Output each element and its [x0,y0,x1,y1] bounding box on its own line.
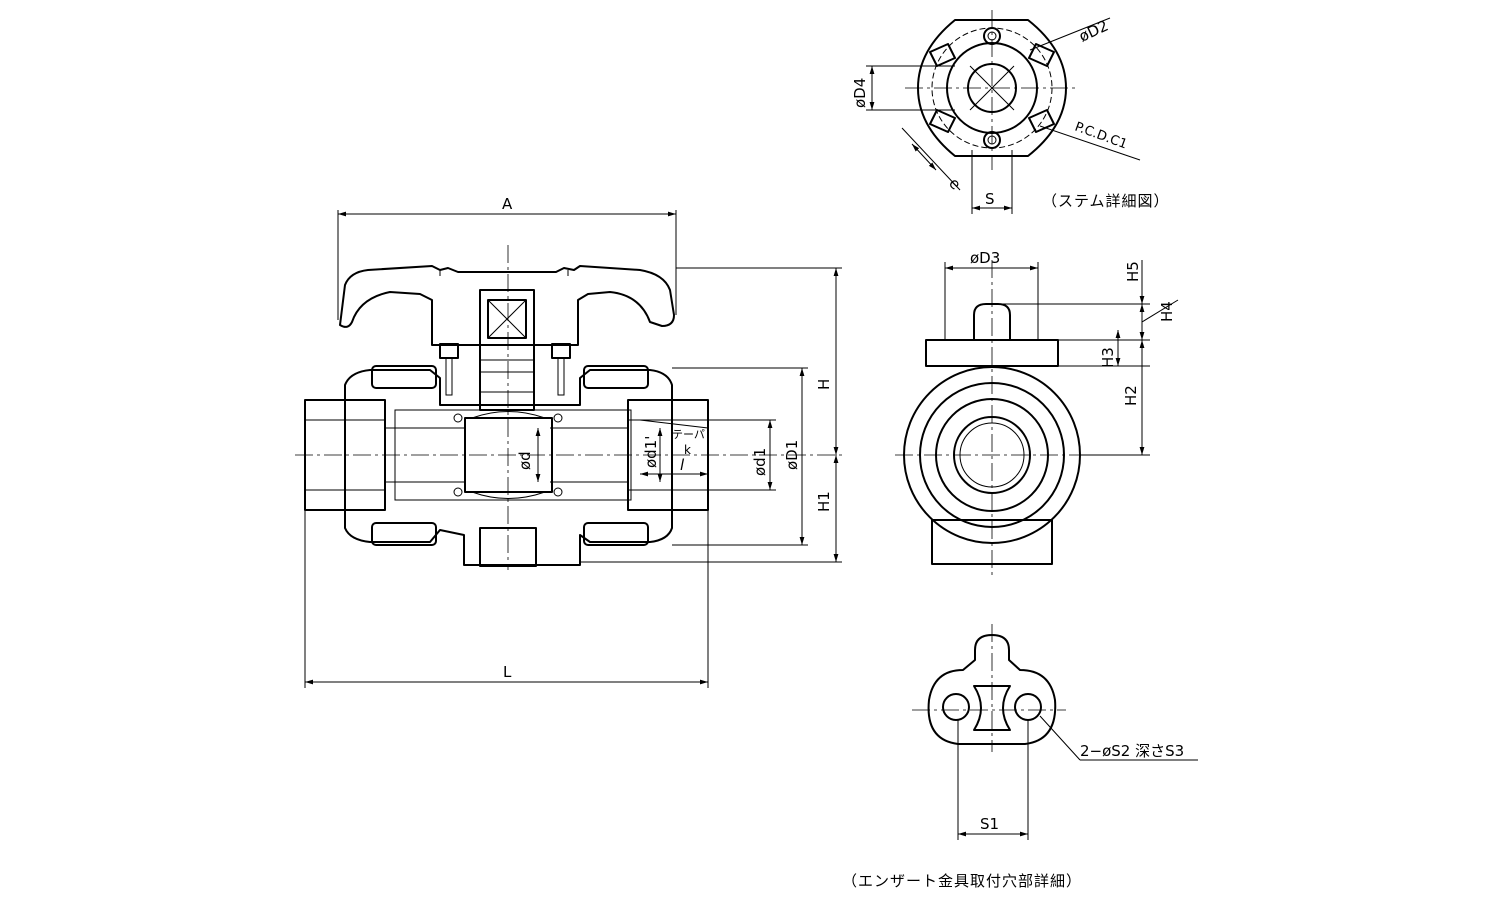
right-socket [627,399,709,511]
taper-ratio: k [684,443,691,457]
insert-outline [927,634,1057,745]
dim-phi-D1: øD1 [783,440,801,470]
dim-phi-d: ød [516,451,534,470]
dim-H: H [815,379,833,390]
handle-lever [339,265,675,346]
ball [464,417,553,493]
insert-holes-note: 2−øS2 深さS3 [1080,742,1184,760]
dim-phi-D2: øD2 [1076,17,1111,46]
stem-bolt-hole-top [983,27,1001,45]
front-view: A L H H1 øD1 ød1 ød1' テーパ k l ød [295,195,845,688]
dim-H4: H4 [1158,301,1176,322]
insert-detail-view: S1 2−øS2 深さS3 （エンザート金具取付穴部詳細） [842,624,1198,890]
dim-pcd: P.C.D.C1 [1073,120,1129,153]
dim-phi-d1: ød1 [751,448,769,476]
insert-hole-right [1014,693,1042,721]
dim-H1: H1 [815,491,833,512]
right-union-nut [583,365,649,389]
dim-L: L [503,663,512,681]
dim-phi-D4: øD4 [851,78,869,108]
left-socket [304,399,386,511]
dim-S: S [985,190,995,208]
dim-H5: H5 [1124,261,1142,282]
insert-hole-left [942,693,970,721]
dim-phi-D3: øD3 [970,249,1000,267]
left-union-nut [371,365,437,389]
stem-detail-caption: （ステム詳細図） [1042,192,1170,210]
stem-bolt-hole-bottom [983,131,1001,149]
dim-H2: H2 [1122,385,1140,406]
insert-detail-caption: （エンザート金具取付穴部詳細） [842,872,1082,890]
valve-body [344,369,673,566]
stem-flange [917,19,1067,157]
dim-H3: H3 [1099,347,1117,368]
stem-detail-view: S øD4 øD2 P.C.D.C1 e （ステム詳細図） [851,10,1170,214]
taper-label: テーパ [672,428,705,441]
dim-l: l [680,456,685,474]
side-view: øD3 H5 H4 H3 H2 [895,249,1179,575]
bottom-boss [479,527,537,567]
dim-A: A [502,195,513,213]
dim-phi-d1-prime: ød1' [642,436,660,468]
dim-S1: S1 [980,815,999,833]
